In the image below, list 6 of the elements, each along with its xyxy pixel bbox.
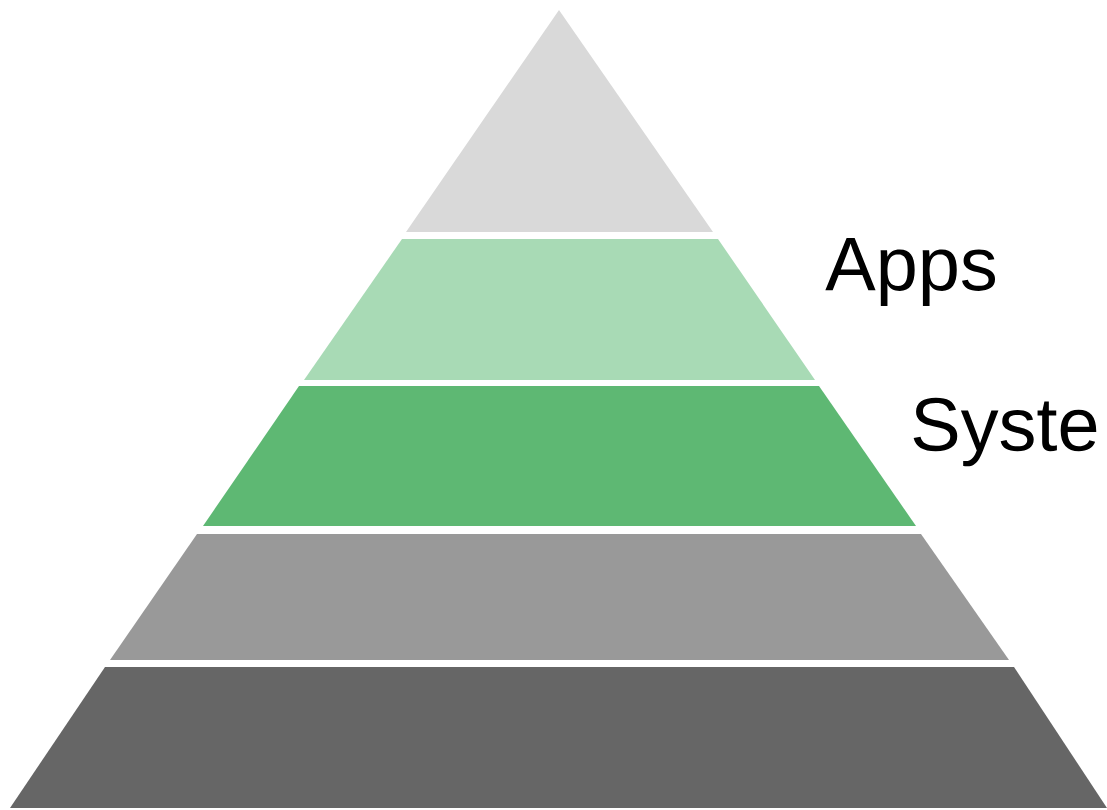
layer-label: Syste xyxy=(913,397,1097,467)
pyramid-band xyxy=(10,667,1107,808)
layer-label: Apps xyxy=(825,238,996,306)
pyramid-top xyxy=(406,10,713,232)
pyramid-band xyxy=(304,239,815,380)
pyramid-band xyxy=(110,534,1009,660)
